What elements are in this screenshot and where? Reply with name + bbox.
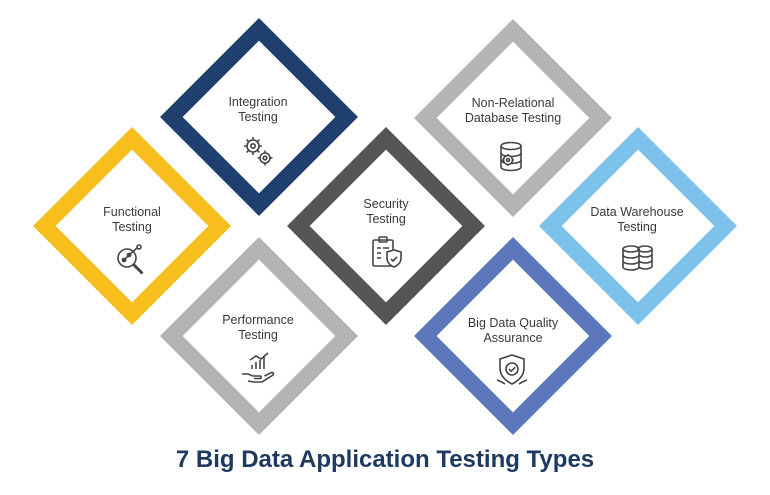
hand-chart-icon <box>240 350 276 386</box>
gears-icon <box>240 133 276 169</box>
label-non-relational: Non-Relational Database Testing <box>464 96 562 125</box>
magnifier-network-icon <box>113 242 149 278</box>
database-gear-icon <box>494 139 530 175</box>
label-security: Security Testing <box>363 197 409 226</box>
diagram-title: 7 Big Data Application Testing Types <box>175 446 595 473</box>
label-performance: Performance Testing <box>222 313 294 342</box>
label-big-data-quality: Big Data Quality Assurance <box>467 316 559 345</box>
clipboard-shield-icon <box>368 234 404 270</box>
label-integration: Integration Testing <box>228 95 288 124</box>
badge-check-icon <box>494 352 530 388</box>
label-functional: Functional Testing <box>103 205 161 234</box>
database-stack-icon <box>619 240 655 276</box>
label-data-warehouse: Data Warehouse Testing <box>590 205 684 234</box>
